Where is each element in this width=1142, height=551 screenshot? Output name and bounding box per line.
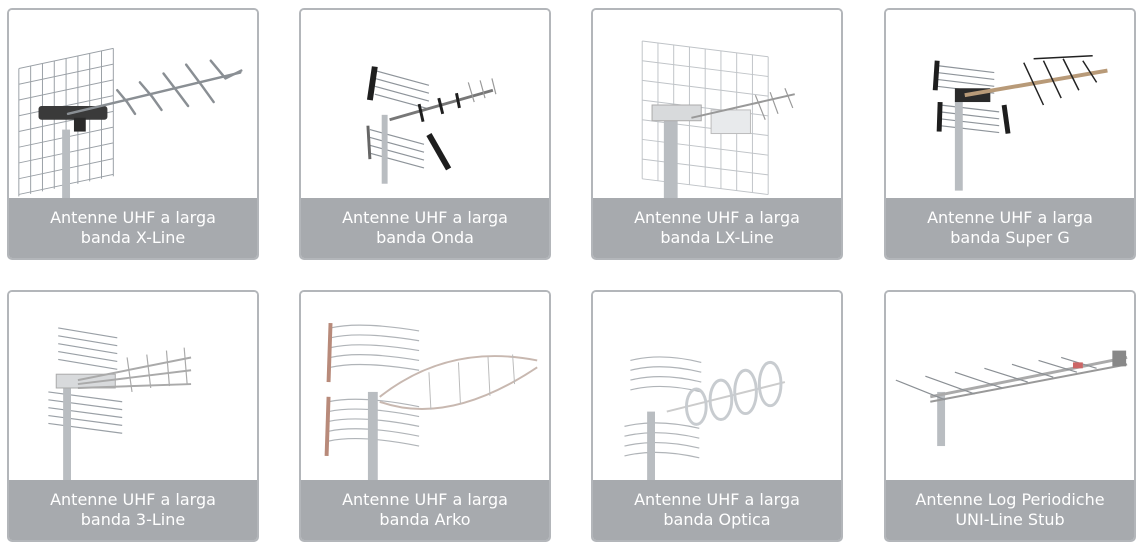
caption-line-1: Antenne UHF a larga: [927, 208, 1093, 227]
product-image-super-g[interactable]: [886, 10, 1134, 200]
caption-line-2: banda Arko: [379, 510, 471, 529]
caption-line-2: UNI-Line Stub: [955, 510, 1065, 529]
product-caption[interactable]: Antenne UHF a larga banda LX-Line: [593, 198, 841, 258]
caption-line-2: banda LX-Line: [660, 228, 774, 247]
caption-line-2: banda Optica: [663, 510, 771, 529]
product-card-arko[interactable]: Antenne UHF a larga banda Arko: [299, 290, 551, 542]
product-card-lx-line[interactable]: Antenne UHF a larga banda LX-Line: [591, 8, 843, 260]
caption-line-1: Antenne UHF a larga: [50, 490, 216, 509]
product-image-arko[interactable]: [301, 292, 549, 482]
caption-line-1: Antenne UHF a larga: [342, 490, 508, 509]
caption-line-1: Antenne UHF a larga: [634, 490, 800, 509]
product-image-onda[interactable]: [301, 10, 549, 200]
caption-line-2: banda Super G: [950, 228, 1070, 247]
product-image-optica[interactable]: [593, 292, 841, 482]
caption-line-1: Antenne UHF a larga: [634, 208, 800, 227]
product-card-uni-line-stub[interactable]: Antenne Log Periodiche UNI-Line Stub: [884, 290, 1136, 542]
product-card-onda[interactable]: Antenne UHF a larga banda Onda: [299, 8, 551, 260]
product-caption[interactable]: Antenne UHF a larga banda Arko: [301, 480, 549, 540]
product-image-lx-line[interactable]: [593, 10, 841, 200]
caption-line-1: Antenne UHF a larga: [342, 208, 508, 227]
product-image-x-line[interactable]: [9, 10, 257, 200]
caption-line-2: banda 3-Line: [80, 510, 186, 529]
product-image-3-line[interactable]: [9, 292, 257, 482]
product-caption[interactable]: Antenne UHF a larga banda Super G: [886, 198, 1134, 258]
caption-line-1: Antenne UHF a larga: [50, 208, 216, 227]
product-caption[interactable]: Antenne UHF a larga banda Optica: [593, 480, 841, 540]
product-image-uni-line-stub[interactable]: [886, 292, 1134, 482]
product-caption[interactable]: Antenne UHF a larga banda X-Line: [9, 198, 257, 258]
product-card-3-line[interactable]: Antenne UHF a larga banda 3-Line: [7, 290, 259, 542]
caption-line-1: Antenne Log Periodiche: [915, 490, 1105, 509]
product-caption[interactable]: Antenne UHF a larga banda 3-Line: [9, 480, 257, 540]
product-card-x-line[interactable]: Antenne UHF a larga banda X-Line: [7, 8, 259, 260]
product-card-super-g[interactable]: Antenne UHF a larga banda Super G: [884, 8, 1136, 260]
caption-line-2: banda X-Line: [80, 228, 186, 247]
product-caption[interactable]: Antenne UHF a larga banda Onda: [301, 198, 549, 258]
product-card-optica[interactable]: Antenne UHF a larga banda Optica: [591, 290, 843, 542]
caption-line-2: banda Onda: [376, 228, 474, 247]
product-caption[interactable]: Antenne Log Periodiche UNI-Line Stub: [886, 480, 1134, 540]
